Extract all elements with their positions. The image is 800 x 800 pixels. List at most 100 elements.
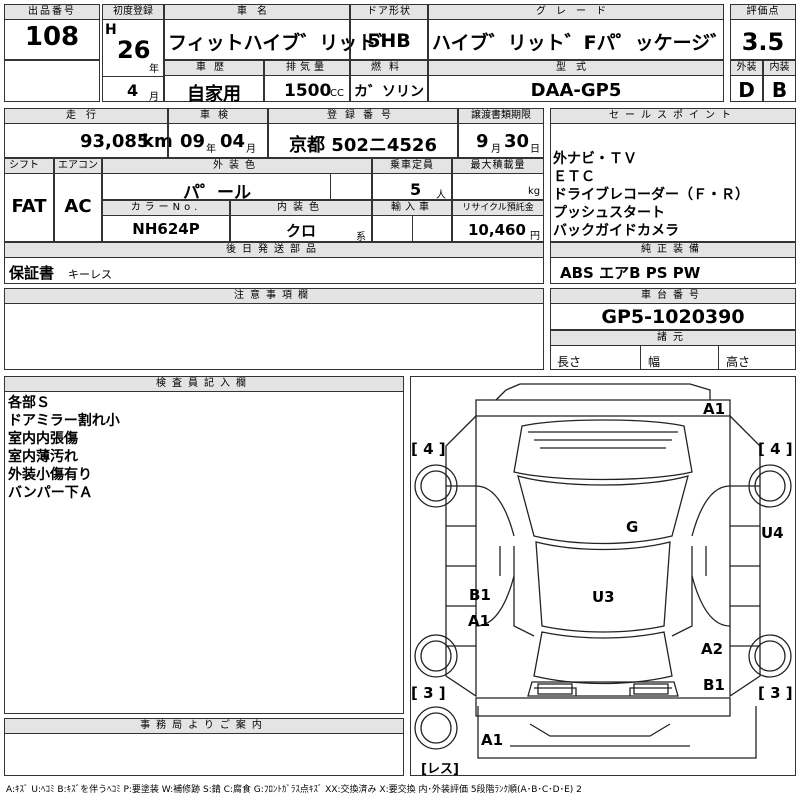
inspection-header: 車検 [168, 108, 268, 124]
damage-a1-top: A1 [703, 400, 726, 418]
import-header: 輸入車 [372, 200, 452, 216]
later-parts: 保証書 [9, 264, 55, 282]
first-reg-era: H [105, 22, 117, 38]
later-parts-small: キーレス [68, 268, 112, 281]
shift-header: シフト [4, 158, 54, 174]
inspector-note: ドアミラー割れ小 [8, 413, 120, 429]
max-load-unit: kg [528, 186, 541, 197]
history-header: 車歴 [164, 60, 264, 76]
first-reg-year-unit: 年 [149, 64, 159, 75]
color-header: 外装色 [102, 158, 372, 174]
inspector-note: 外装小傷有り [8, 467, 92, 483]
interior-color-header: 内装色 [230, 200, 372, 216]
color: パ゜ール [183, 183, 251, 203]
capacity: 5 [410, 180, 422, 199]
first-reg-month-unit: 月 [149, 92, 159, 103]
first-reg-month: 4 [127, 81, 139, 100]
exterior-grade: D [738, 78, 755, 102]
inspection-year: 09 [180, 131, 206, 152]
sales-point-item: バックガイドカメラ [553, 223, 679, 239]
tire-tl-bracket: [ 4 ] [411, 440, 446, 458]
office-header: 事務局よりご案内 [4, 718, 404, 734]
inspector-notes: 各部Ｓ ドアミラー割れ小 室内内張傷 室内薄汚れ 外装小傷有り バンパー下Ａ [8, 394, 120, 502]
damage-a1-bottom: A1 [481, 731, 504, 749]
damage-u4: U4 [761, 524, 784, 542]
lot-number-lower-box [4, 60, 100, 102]
interior-color-unit: 系 [356, 232, 366, 243]
tire-tr-bracket: [ 4 ] [758, 440, 793, 458]
mileage-unit: km [142, 131, 173, 152]
inspector-note: 室内薄汚れ [8, 449, 78, 465]
inspector-header: 検査員記入欄 [4, 376, 404, 392]
tire-bl-bracket: [ 3 ] [411, 684, 446, 702]
mileage-header: 走行 [4, 108, 168, 124]
spare-tire-label: [レス] [421, 762, 459, 777]
color-no-header: カラーNo. [102, 200, 230, 216]
recycle-header: リサイクル預託金 [452, 200, 544, 216]
displacement-header: 排気量 [264, 60, 350, 76]
aircon: AC [64, 196, 92, 217]
capacity-unit: 人 [436, 190, 446, 201]
car-diagram-box [410, 376, 796, 776]
first-reg-year: 26 [117, 36, 151, 64]
first-reg-header: 初度登録 [102, 4, 164, 20]
damage-a1-left: A1 [468, 612, 491, 630]
transfer-month-unit: 月 [491, 144, 501, 155]
history: 自家用 [187, 84, 241, 105]
sales-point-item: ドライブレコーダー（Ｆ・Ｒ） [553, 187, 749, 203]
displacement: 1500 [284, 81, 332, 101]
max-load-header: 最大積載量 [452, 158, 544, 174]
transfer-month: 9 [476, 131, 489, 152]
length-label: 長さ [557, 355, 582, 369]
inspection-month: 04 [220, 131, 246, 152]
damage-u3: U3 [592, 588, 615, 606]
lot-number-header: 出品番号 [4, 4, 100, 20]
width-label: 幅 [648, 355, 661, 369]
damage-g: G [626, 518, 639, 536]
interior-grade-header: 内装 [763, 60, 796, 76]
recycle: 10,460 [468, 221, 526, 239]
recycle-unit: 円 [530, 231, 540, 242]
sales-point-list: 外ナビ・ＴＶ ＥＴＣ ドライブレコーダー（Ｆ・Ｒ） プッシュスタート バックガイ… [553, 150, 749, 240]
damage-b1-right: B1 [703, 676, 725, 694]
grade: ハイブ゛リット゛Fパ゜ッケージ゛ [432, 32, 730, 54]
inspection-year-unit: 年 [206, 144, 216, 155]
interior-color: クロ [285, 222, 316, 240]
sales-point-item: ＥＴＣ [553, 169, 595, 185]
interior-grade: B [771, 78, 788, 102]
later-parts-header: 後日発送部品 [4, 242, 544, 258]
standard-equipment: ABS エアB PS PW [560, 264, 701, 282]
damage-b1-left: B1 [469, 586, 491, 604]
displacement-unit: CC [330, 88, 344, 99]
sales-point-header: セールスポイント [550, 108, 796, 124]
aircon-header: エアコン [54, 158, 102, 174]
inspection-month-unit: 月 [246, 144, 256, 155]
color-no: NH624P [132, 220, 200, 238]
model-code: DAA-GP5 [530, 80, 622, 101]
transfer-day: 30 [504, 131, 530, 152]
fuel: カ゛ソリン [354, 84, 424, 100]
car-diagram-icon [414, 383, 792, 759]
inspector-note: バンパー下Ａ [8, 485, 93, 501]
exterior-grade-header: 外装 [730, 60, 763, 76]
fuel-header: 燃料 [350, 60, 428, 76]
score-header: 評価点 [730, 4, 796, 20]
capacity-header: 乗車定員 [372, 158, 452, 174]
shift: FAT [11, 196, 47, 217]
model-name: フィットハイブ゛リット゛ [168, 32, 396, 54]
grade-header: グレード [428, 4, 724, 20]
legend: A:ｷｽﾞ U:ﾍｺﾐ B:ｷｽﾞを伴うﾍｺﾐ P:要塗装 W:補修跡 S:錆 … [6, 785, 582, 795]
door-type: 5HB [367, 30, 411, 52]
door-header: ドア形状 [350, 4, 428, 20]
mileage: 93,085 [80, 131, 150, 152]
lot-number: 108 [24, 22, 80, 52]
sales-point-item: プッシュスタート [553, 205, 665, 221]
reg-no-header: 登録番号 [268, 108, 458, 124]
inspector-note: 室内内張傷 [8, 431, 78, 447]
tire-br-bracket: [ 3 ] [758, 684, 793, 702]
chassis-header: 車台番号 [550, 288, 796, 304]
sales-point-item: 外ナビ・ＴＶ [553, 151, 637, 167]
transfer-deadline-header: 譲渡書類期限 [458, 108, 544, 124]
transfer-day-unit: 日 [530, 144, 540, 155]
chassis-number: GP5-1020390 [601, 306, 745, 328]
